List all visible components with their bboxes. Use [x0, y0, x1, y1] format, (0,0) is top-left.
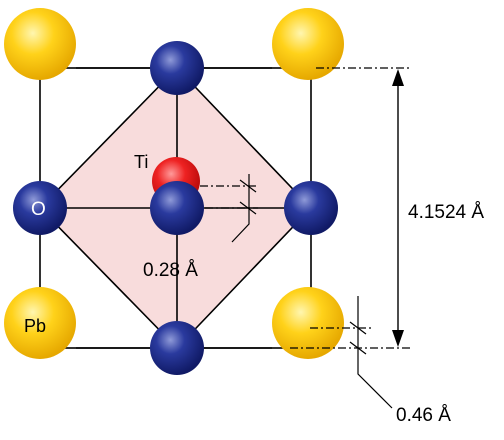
ti-offset-tick-1: [239, 179, 257, 193]
lattice-arrow-head-bottom: [392, 330, 404, 347]
ti-label: Ti: [134, 152, 148, 172]
o-atom-left: [13, 181, 67, 235]
o-atom-right: [284, 181, 338, 235]
lattice-arrow-head-top: [392, 69, 404, 86]
pb-atom-bottom-right: [272, 287, 344, 359]
o-atom-top: [150, 41, 204, 95]
pb-label: Pb: [24, 316, 46, 336]
ti-offset-leader: [231, 174, 250, 243]
pb-atom-top-left: [4, 8, 76, 80]
pb-offset-label: 0.46 Å: [396, 405, 451, 426]
o-atom-bottom: [150, 321, 204, 375]
ti-offset-tick-2: [239, 201, 257, 215]
o-label: O: [31, 199, 46, 220]
pb-atom-bottom-left: [4, 287, 76, 359]
pb-atom-top-right: [272, 8, 344, 80]
o-atom-center: [150, 181, 204, 235]
ti-offset-label: 0.28 Å: [143, 260, 198, 281]
pb-offset-leader: [357, 296, 393, 409]
lattice-param-label: 4.1524 Å: [408, 202, 484, 223]
